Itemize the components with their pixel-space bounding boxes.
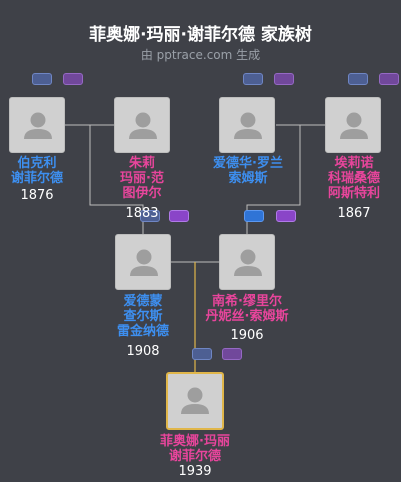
page-title: 菲奥娜·玛丽·谢菲尔德 家族树 bbox=[89, 25, 312, 45]
person-card-p7[interactable] bbox=[166, 372, 224, 430]
person-silhouette-icon bbox=[340, 112, 368, 139]
person-card-p6[interactable] bbox=[219, 234, 275, 290]
person-year-p7: 1939 bbox=[178, 464, 212, 479]
person-year-p5: 1908 bbox=[126, 344, 160, 359]
relation-button-p3-spouse[interactable] bbox=[274, 73, 294, 85]
person-silhouette-icon bbox=[234, 112, 262, 139]
person-name-p5: 爱德蒙 查尔斯 雷金纳德 bbox=[116, 294, 169, 339]
person-card-p5[interactable] bbox=[115, 234, 171, 290]
person-name-p2: 朱莉 玛丽·范 图伊尔 bbox=[120, 156, 164, 201]
person-card-p3[interactable] bbox=[219, 97, 275, 153]
relation-button-p6-parents[interactable] bbox=[244, 210, 264, 222]
relation-button-p6-spouse[interactable] bbox=[276, 210, 296, 222]
person-name-p7: 菲奥娜·玛丽 谢菲尔德 bbox=[160, 434, 230, 464]
person-card-p4[interactable] bbox=[325, 97, 381, 153]
person-card-p2[interactable] bbox=[114, 97, 170, 153]
person-name-p1: 伯克利 谢菲尔德 bbox=[10, 156, 63, 186]
person-silhouette-icon bbox=[130, 249, 158, 276]
person-name-p4: 埃莉诺 科瑞桑德 阿斯特利 bbox=[327, 156, 380, 201]
relation-button-p7-parents[interactable] bbox=[192, 348, 212, 360]
person-card-p1[interactable] bbox=[9, 97, 65, 153]
person-silhouette-icon bbox=[129, 112, 157, 139]
relation-button-p1-parents[interactable] bbox=[32, 73, 52, 85]
relation-button-p5-spouse[interactable] bbox=[169, 210, 189, 222]
person-name-p3: 爱德华·罗兰 索姆斯 bbox=[213, 156, 283, 186]
relation-button-p5-parents[interactable] bbox=[140, 210, 160, 222]
person-silhouette-icon bbox=[234, 249, 262, 276]
person-silhouette-icon bbox=[181, 387, 209, 414]
relation-button-p4-spouse[interactable] bbox=[379, 73, 399, 85]
person-year-p1: 1876 bbox=[20, 188, 54, 203]
relation-button-p3-parents[interactable] bbox=[243, 73, 263, 85]
relation-button-p4-parents[interactable] bbox=[348, 73, 368, 85]
person-year-p2: 1883 bbox=[125, 206, 159, 221]
person-year-p6: 1906 bbox=[230, 328, 264, 343]
person-silhouette-icon bbox=[24, 112, 52, 139]
person-year-p4: 1867 bbox=[337, 206, 371, 221]
person-name-p6: 南希·缪里尔 丹妮丝·索姆斯 bbox=[205, 294, 289, 324]
relation-button-p1-spouse[interactable] bbox=[63, 73, 83, 85]
relation-button-p7-spouse[interactable] bbox=[222, 348, 242, 360]
page-subtitle: 由 pptrace.com 生成 bbox=[140, 48, 261, 62]
